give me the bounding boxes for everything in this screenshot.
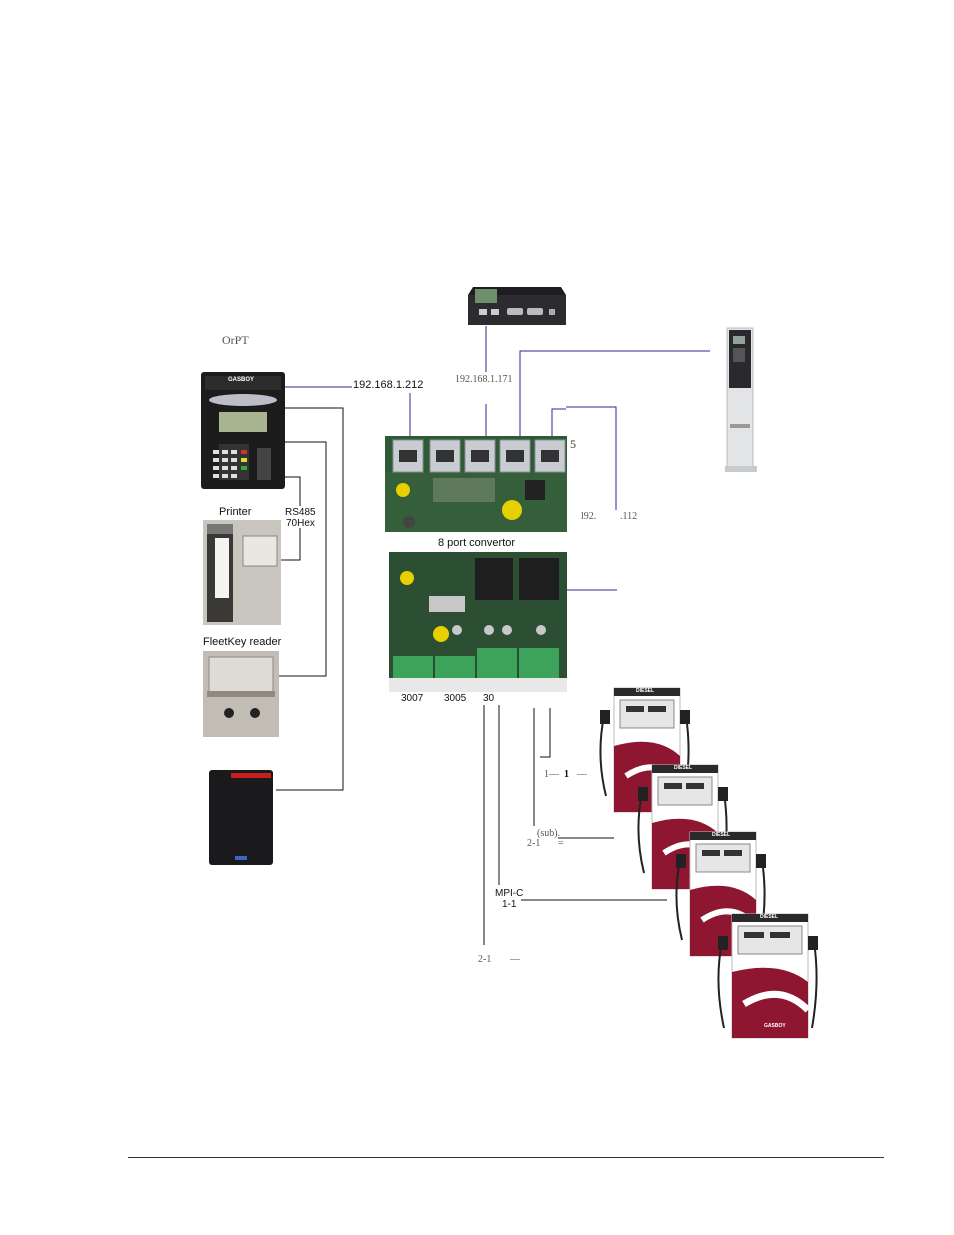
line-2-1b-dash: — <box>510 954 520 965</box>
mpi-c-label: MPI-C <box>495 888 524 899</box>
wire-terminal-cardreader <box>276 407 344 791</box>
pump-2-label: DIESEL <box>674 765 693 771</box>
wire-right-ip <box>566 406 617 510</box>
ip-terminal-label: 192.168.1.212 <box>353 379 424 391</box>
receipt-printer <box>203 520 281 625</box>
pump-1-label: DIESEL <box>636 688 655 694</box>
fuel-dispenser-2 <box>637 764 728 890</box>
ip-gateway-label: 192.168.1.171 <box>455 374 513 385</box>
line-2-1b-label: 2-1 <box>478 954 492 965</box>
line-1-1-label: 1-1 <box>502 899 517 910</box>
wire-terminal-fleetkey <box>279 441 327 677</box>
wire-kiosk-port4 <box>519 350 710 437</box>
fuel-dispenser-4 <box>717 913 818 1039</box>
ip-right-label-a: l92. <box>581 511 597 522</box>
pump-4-label: DIESEL <box>760 914 779 920</box>
card-reader <box>209 770 273 865</box>
printer-label: Printer <box>219 506 252 518</box>
line-2-1a-dash: = <box>558 838 564 849</box>
orpt-label: OrPT <box>222 333 249 347</box>
convertor-label: 8 port convertor <box>438 537 516 549</box>
ip-right-label-b: .112 <box>620 511 638 522</box>
port-count-label: 5 <box>570 437 576 451</box>
pump-4-brand: GASBOY <box>764 1023 786 1029</box>
wire-port5-right <box>551 408 566 437</box>
wire-terminal-printer <box>284 476 301 506</box>
footer-rule <box>128 1157 884 1158</box>
line-1-1-label-b: 1 <box>564 769 569 780</box>
sub-label: (sub). <box>537 828 561 839</box>
line-1-1-label-a: 1— <box>544 769 559 780</box>
hex-label: 70Hex <box>286 518 315 529</box>
fleetkey-label: FleetKey reader <box>203 636 282 648</box>
network-gateway <box>468 287 566 325</box>
terminal-brand: GASBOY <box>228 377 255 383</box>
pump-3-label: DIESEL <box>712 832 731 838</box>
wire-pump-line-1 <box>540 708 551 758</box>
port-3007-label: 3007 <box>401 693 424 704</box>
ethernet-switch-board <box>385 436 567 532</box>
port-convertor-board <box>389 552 567 692</box>
rs485-label: RS485 <box>285 507 316 518</box>
port-3005-label: 3005 <box>444 693 467 704</box>
port-30x-label: 30 <box>483 693 495 704</box>
line-2-1a-label: 2-1 <box>527 838 541 849</box>
outdoor-kiosk <box>725 327 757 472</box>
line-1-1-label-c: — <box>577 769 587 780</box>
wire-printer <box>281 528 301 561</box>
fleetkey-reader <box>203 651 279 737</box>
fuel-terminal <box>201 372 285 489</box>
